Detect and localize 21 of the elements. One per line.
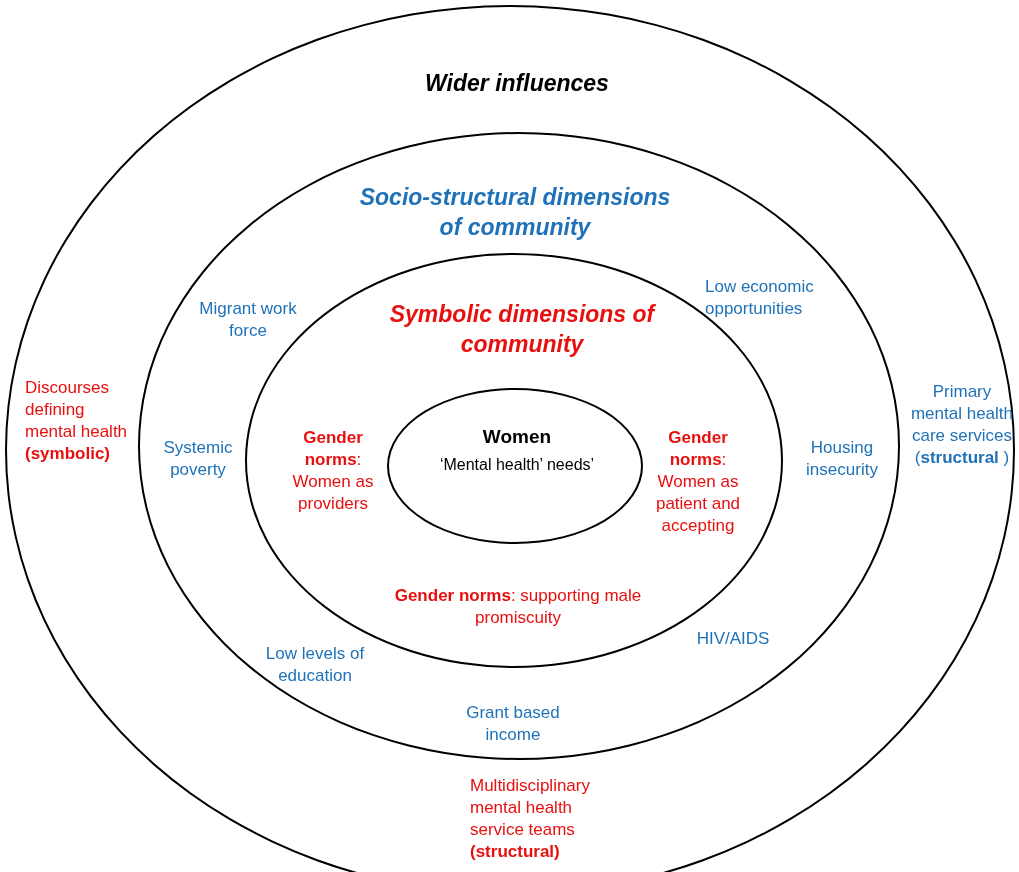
ring-subtitle: ‘Mental health’ needs’ [438, 455, 596, 475]
ring-label: Multidisciplinary mental health service teams (structural) [470, 775, 591, 863]
ring-label: Gender norms: supporting male promiscuity [393, 585, 643, 629]
ring-label: Grant based income [465, 702, 561, 746]
ring-ellipse [5, 5, 1015, 872]
ring-label: Housing insecurity [805, 437, 879, 481]
ring-ellipse [138, 132, 900, 760]
ring-label: Low economic opportunities [705, 276, 815, 320]
ring-title: Wider influences [424, 69, 610, 98]
ring-label: Gender norms: Women as providers [291, 427, 375, 515]
ring-label: HIV/AIDS [695, 628, 771, 650]
ring-title: Women [481, 426, 553, 448]
ring-label: Systemic poverty [162, 437, 234, 481]
ring-title: Symbolic dimensions of community [388, 300, 657, 359]
ring-label: Gender norms: Women as patient and accepting [654, 427, 742, 537]
ring-label: Migrant work force [198, 298, 298, 342]
ring-label: Discourses defining mental health (symbolic) [25, 377, 129, 465]
ring-label: Primary mental health care services (structural ) [909, 381, 1015, 469]
ring-title: Socio-structural dimensions of community [358, 183, 672, 242]
ring-label: Low levels of education [264, 643, 366, 687]
ring-ellipse [387, 388, 643, 544]
